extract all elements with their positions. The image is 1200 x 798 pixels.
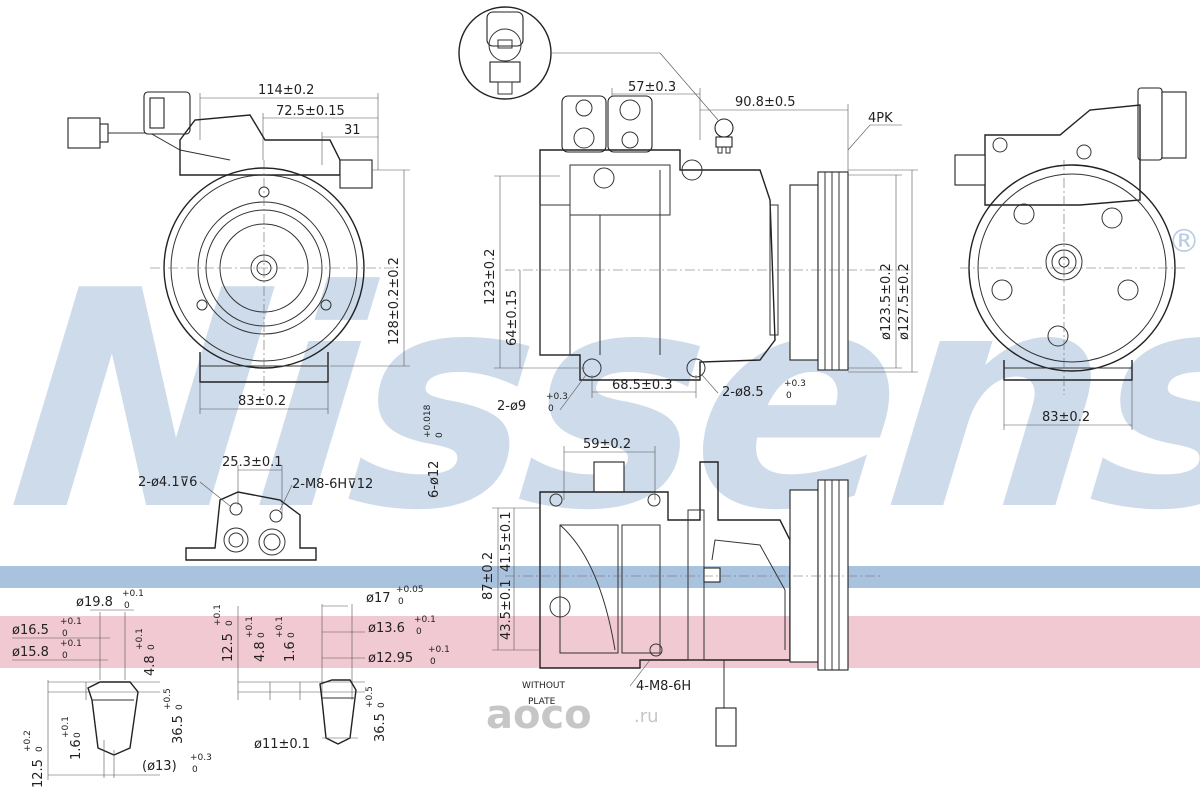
dim-holes-4-1: 2-ø4.1⊽6 bbox=[138, 475, 197, 490]
dim-72-5: 72.5±0.15 bbox=[276, 104, 345, 119]
fl-d1-6-tol: +0.1 bbox=[61, 716, 71, 738]
aoco-logo-text: aoco bbox=[486, 692, 592, 738]
fr-d12-5-tol: +0.1 bbox=[213, 604, 223, 626]
dim-41-5: 41.5±0.1 bbox=[499, 511, 514, 572]
dim-83-front: 83±0.2 bbox=[238, 394, 286, 409]
fl-d36-5-tol0: 0 bbox=[175, 704, 185, 710]
dim-127-5: ø127.5±0.2 bbox=[897, 263, 912, 340]
dim-31: 31 bbox=[344, 123, 361, 138]
top-view: 59±0.2 87±0.2 41.5±0.1 43.5±0.1 4-M8-6H … bbox=[481, 437, 880, 747]
dim-holes-8-5-tol0: 0 bbox=[786, 391, 792, 401]
mount-plate: 25.3±0.1 2-ø4.1⊽6 2-M8-6H⊽12 bbox=[138, 455, 373, 561]
label-without: WITHOUT bbox=[522, 681, 565, 691]
dim-holes-9-tol0: 0 bbox=[548, 404, 554, 414]
fitting-right: 12.5 +0.1 0 4.8 +0.1 0 1.6 +0.1 0 ø17 +0… bbox=[213, 585, 450, 752]
fr-d12-95-tol: +0.1 bbox=[428, 645, 450, 655]
fl-d1-6: 1.6 bbox=[69, 739, 84, 760]
dim-83-rear: 83±0.2 bbox=[1042, 410, 1090, 425]
dim-87: 87±0.2 bbox=[481, 552, 496, 600]
dim-64: 64±0.15 bbox=[505, 290, 520, 346]
dim-4pk: 4PK bbox=[868, 111, 893, 126]
side-view: 57±0.3 90.8±0.5 4PK 123±0.2 64±0.15 ø123… bbox=[458, 6, 918, 414]
fr-d36-5-tol: +0.5 bbox=[365, 686, 375, 708]
dim-123-5: ø123.5±0.2 bbox=[879, 263, 894, 340]
fl-d36-5-tol: +0.5 bbox=[163, 688, 173, 710]
fr-d1-6-tol: +0.1 bbox=[275, 616, 285, 638]
dim-6-12-tol0: 0 bbox=[435, 432, 445, 438]
fl-d15-8-tol: +0.1 bbox=[60, 639, 82, 649]
callout-6-12: 6-ø12 +0.018 0 bbox=[423, 404, 445, 498]
fl-d36-5: 36.5 bbox=[171, 715, 186, 744]
dim-holes-m8: 2-M8-6H⊽12 bbox=[292, 477, 373, 492]
fl-d15-8: ø15.8 bbox=[12, 645, 49, 660]
fl-d4-8-tol0: 0 bbox=[147, 644, 157, 650]
dim-123: 123±0.2 bbox=[483, 249, 498, 305]
fr-d4-8: 4.8 bbox=[253, 641, 268, 662]
dim-114: 114±0.2 bbox=[258, 83, 314, 98]
dim-90-8: 90.8±0.5 bbox=[735, 95, 796, 110]
watermark-band-red bbox=[0, 616, 1200, 668]
dim-43-5: 43.5±0.1 bbox=[499, 579, 514, 640]
fl-d16-5: ø16.5 bbox=[12, 623, 49, 638]
rear-view: 83±0.2 bbox=[954, 87, 1187, 430]
fr-d11: ø11±0.1 bbox=[254, 737, 310, 752]
fr-d36-5-tol0: 0 bbox=[377, 702, 387, 708]
fr-d12-95: ø12.95 bbox=[368, 651, 413, 666]
fl-d12-5-tol: +0.2 bbox=[23, 730, 33, 752]
fl-d19-8-tol: +0.1 bbox=[122, 589, 144, 599]
aoco-logo-suffix: .ru bbox=[634, 706, 659, 727]
fr-d12-5-tol0: 0 bbox=[225, 620, 235, 626]
fr-d1-6: 1.6 bbox=[283, 641, 298, 662]
fl-d15-8-tol0: 0 bbox=[62, 651, 68, 661]
fl-d12-5: 12.5 bbox=[31, 759, 46, 788]
dim-25-3: 25.3±0.1 bbox=[222, 455, 283, 470]
aoco-logo: aoco .ru bbox=[486, 692, 659, 738]
fr-d1-6-tol0: 0 bbox=[287, 632, 297, 638]
fl-d12-5-tol0: 0 bbox=[35, 746, 45, 752]
dim-m8-4: 4-M8-6H bbox=[636, 679, 691, 694]
dim-68-5: 68.5±0.3 bbox=[612, 378, 673, 393]
fr-d12-5: 12.5 bbox=[221, 633, 236, 662]
dim-59: 59±0.2 bbox=[583, 437, 631, 452]
fl-d19-8-tol0: 0 bbox=[124, 601, 130, 611]
fl-d13-tol: +0.3 bbox=[190, 753, 212, 763]
front-view: 114±0.2 72.5±0.15 31 128±0.2±0.2 83±0.2 bbox=[67, 83, 410, 414]
dim-holes-9-tol: +0.3 bbox=[546, 392, 568, 402]
dim-holes-8-5-tol: +0.3 bbox=[784, 379, 806, 389]
watermark-registered: ® bbox=[1168, 222, 1200, 260]
dim-128: 128±0.2±0.2 bbox=[387, 257, 402, 345]
dim-holes-9: 2-ø9 bbox=[497, 399, 526, 414]
fl-d1-6-tol0: 0 bbox=[73, 732, 83, 738]
fl-d19-8: ø19.8 bbox=[76, 595, 113, 610]
fr-d13-6-tol0: 0 bbox=[416, 627, 422, 637]
fl-d4-8: 4.8 bbox=[143, 655, 158, 676]
fr-d13-6-tol: +0.1 bbox=[414, 615, 436, 625]
fr-d36-5: 36.5 bbox=[373, 713, 388, 742]
fr-d13-6: ø13.6 bbox=[368, 621, 405, 636]
fr-d12-95-tol0: 0 bbox=[430, 657, 436, 667]
fr-d4-8-tol: +0.1 bbox=[245, 616, 255, 638]
fr-d17-tol0: 0 bbox=[398, 597, 404, 607]
fl-d13-tol0: 0 bbox=[192, 765, 198, 775]
fr-d17-tol: +0.05 bbox=[396, 585, 424, 595]
watermark-band-blue bbox=[0, 566, 1200, 588]
fr-d4-8-tol0: 0 bbox=[257, 632, 267, 638]
fitting-left: ø19.8 +0.1 0 ø16.5 +0.1 0 ø15.8 +0.1 0 4… bbox=[12, 589, 212, 788]
fl-d4-8-tol: +0.1 bbox=[135, 628, 145, 650]
fl-d16-5-tol: +0.1 bbox=[60, 617, 82, 627]
dim-57: 57±0.3 bbox=[628, 80, 676, 95]
label-plate: PLATE bbox=[528, 697, 556, 707]
dim-6-12-tol: +0.018 bbox=[423, 404, 433, 438]
dim-6-12: 6-ø12 bbox=[427, 461, 442, 498]
fl-d16-5-tol0: 0 bbox=[62, 629, 68, 639]
fr-d17: ø17 bbox=[366, 591, 391, 606]
dim-holes-8-5: 2-ø8.5 bbox=[722, 385, 764, 400]
fl-d13: (ø13) bbox=[142, 759, 177, 774]
